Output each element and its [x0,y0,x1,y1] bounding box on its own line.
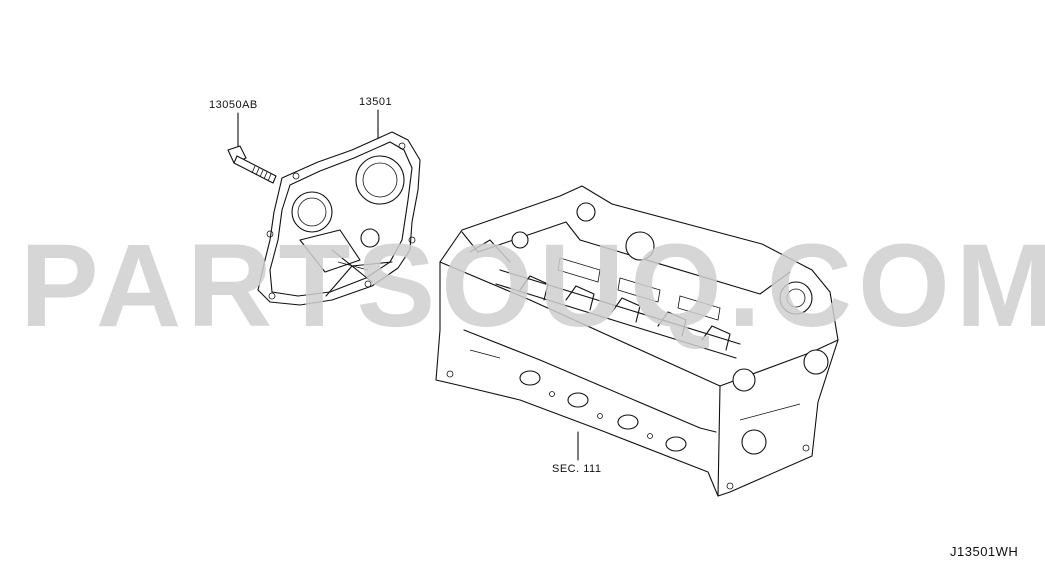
callout-bolt-part-number[interactable]: 13050AB [209,99,258,111]
cylinder-head-assembly[interactable] [435,185,839,497]
callout-cover-part-number[interactable]: 13501 [359,96,393,108]
callout-section-reference[interactable]: SEC. 111 [552,463,602,475]
front-cover-part[interactable] [257,109,421,306]
diagram-code: J13501WH [950,544,1019,559]
bolt-part[interactable] [227,112,277,184]
